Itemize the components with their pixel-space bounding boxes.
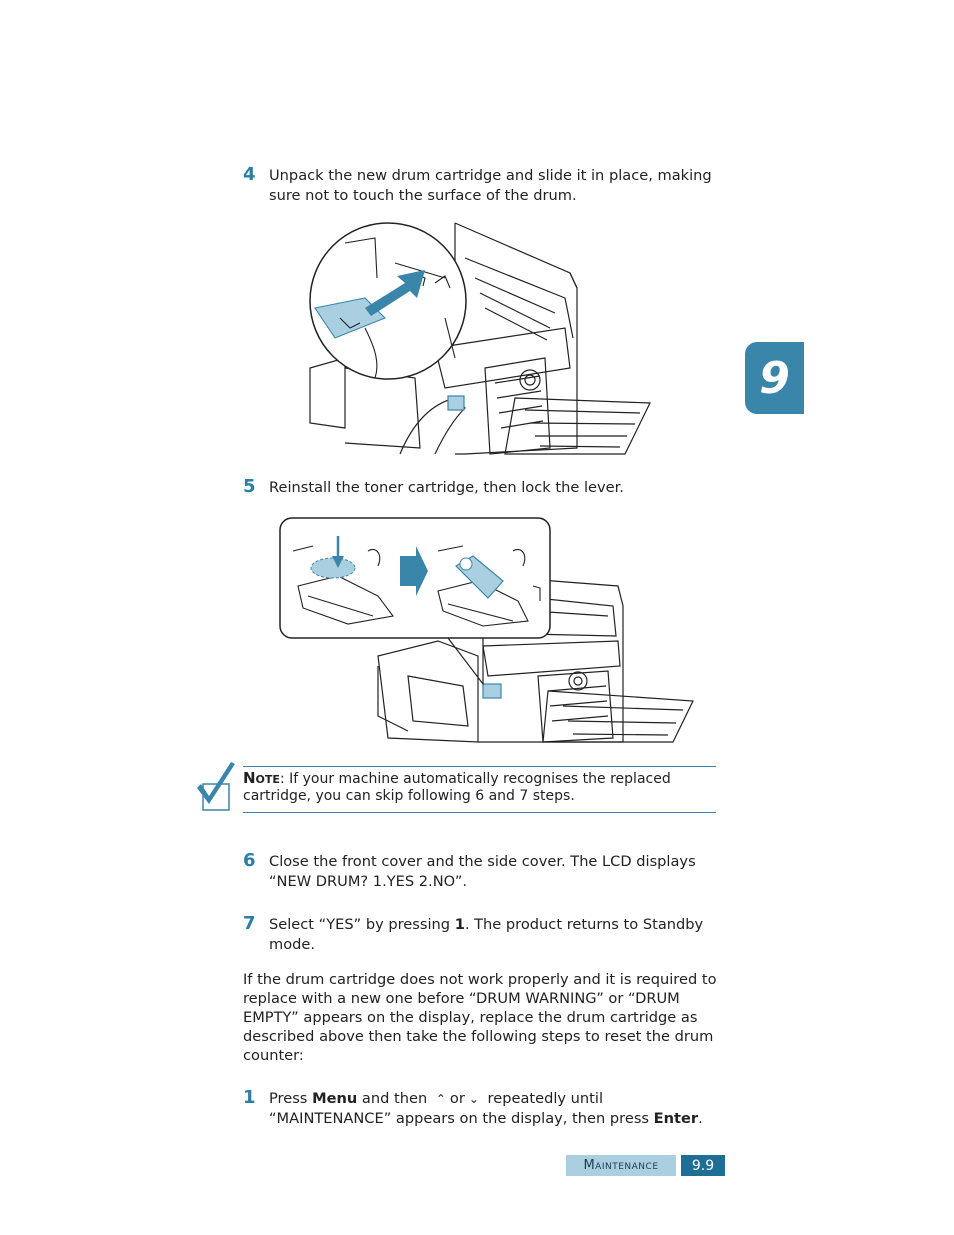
- step-number-6: 6: [243, 850, 256, 871]
- step-1-or: or: [449, 1090, 465, 1107]
- step-7-post: . The product returns to Standby mode.: [269, 916, 704, 953]
- toner-reinstall-illustration: [279, 517, 694, 743]
- up-arrow-icon: ⌃: [435, 1092, 446, 1106]
- step-number-5: 5: [243, 476, 256, 497]
- step-7-key: 1: [454, 916, 465, 933]
- step-1-menu-key: Menu: [312, 1090, 358, 1107]
- step-1-mid: and then: [357, 1090, 432, 1107]
- step-1-enter-key: Enter: [653, 1110, 699, 1127]
- step-7-pre: Select “YES” by pressing: [269, 916, 455, 933]
- chapter-tab: 9: [745, 342, 804, 414]
- note-top-rule: [243, 766, 716, 767]
- step-number-1: 1: [243, 1087, 256, 1108]
- note-text: Note: If your machine automatically reco…: [243, 770, 713, 805]
- step-text-1: Press Menu and then ⌃or⌄ repeatedly unti…: [269, 1089, 719, 1129]
- note-bottom-rule: [243, 812, 716, 813]
- note-label: Note: [243, 769, 280, 787]
- checkmark-note-icon: [197, 762, 235, 811]
- drum-install-illustration: [309, 222, 651, 455]
- step-text-4: Unpack the new drum cartridge and slide …: [269, 167, 712, 204]
- step-text-6: Close the front cover and the side cover…: [269, 853, 696, 890]
- step-number-4: 4: [243, 164, 256, 185]
- footer-page-number: 9.9: [681, 1155, 725, 1176]
- step-1-post: .: [698, 1110, 703, 1127]
- step-text-5: Reinstall the toner cartridge, then lock…: [269, 479, 624, 496]
- footer-section-label: Maintenance: [566, 1155, 676, 1176]
- note-body: : If your machine automatically recognis…: [243, 771, 671, 804]
- step-text-7: Select “YES” by pressing 1. The product …: [269, 915, 719, 955]
- step-number-7: 7: [243, 913, 256, 934]
- step-1-mid2: repeatedly until “MAINTENANCE” appears o…: [269, 1090, 654, 1127]
- step-1-pre: Press: [269, 1090, 313, 1107]
- reset-drum-paragraph: If the drum cartridge does not work prop…: [243, 971, 717, 1064]
- down-arrow-icon: ⌄: [468, 1092, 479, 1106]
